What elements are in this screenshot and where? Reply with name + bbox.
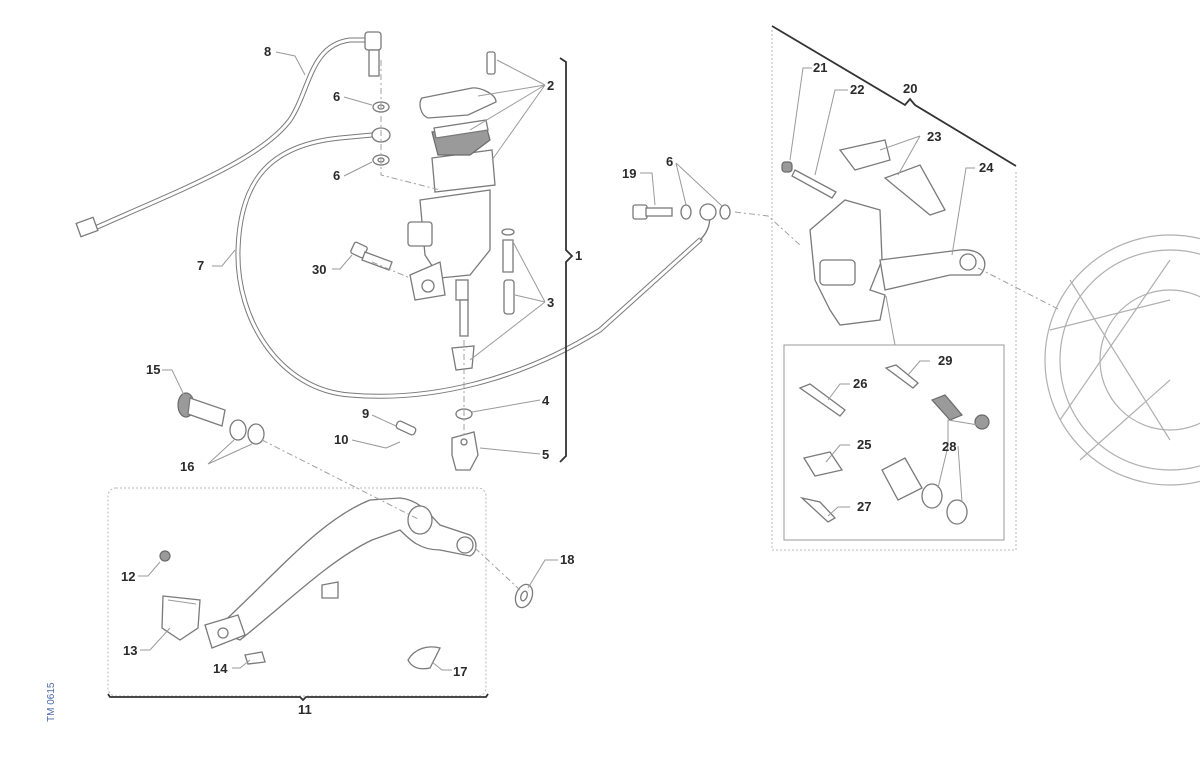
callout-4[interactable]: 4 (542, 393, 550, 408)
callout-14[interactable]: 14 (213, 661, 228, 676)
callout-26[interactable]: 26 (853, 376, 867, 391)
bracket-group-20 (771, 25, 1017, 167)
pin-part-29[interactable] (884, 364, 919, 389)
callout-18[interactable]: 18 (560, 552, 574, 567)
callout-24[interactable]: 24 (979, 160, 994, 175)
callout-8[interactable]: 8 (264, 44, 271, 59)
reservoir-cap-part-2[interactable] (419, 51, 497, 156)
callout-10[interactable]: 10 (334, 432, 348, 447)
callout-6-upper[interactable]: 6 (333, 89, 340, 104)
callout-13[interactable]: 13 (123, 643, 137, 658)
callout-21[interactable]: 21 (813, 60, 827, 75)
callout-15[interactable]: 15 (146, 362, 160, 377)
callout-29[interactable]: 29 (938, 353, 952, 368)
callout-3[interactable]: 3 (547, 295, 554, 310)
callout-9[interactable]: 9 (362, 406, 369, 421)
callout-7[interactable]: 7 (197, 258, 204, 273)
assembly-line (474, 547, 521, 591)
figure-code: TM 0615 (46, 682, 57, 722)
callout-30[interactable]: 30 (312, 262, 326, 277)
callout-25[interactable]: 25 (857, 437, 871, 452)
brake-disc (1044, 234, 1200, 486)
bolt-part-30[interactable] (350, 241, 393, 271)
bracket-group-11 (107, 693, 489, 702)
callout-27[interactable]: 27 (857, 499, 871, 514)
callout-17[interactable]: 17 (453, 664, 467, 679)
callout-5[interactable]: 5 (542, 447, 549, 462)
caliper-kit-box (783, 344, 1005, 541)
callout-2[interactable]: 2 (547, 78, 554, 93)
callout-6-caliper[interactable]: 6 (666, 154, 673, 169)
assembly-line (261, 439, 421, 521)
bracket-group-1 (559, 57, 574, 463)
pedal-assembly-outline (107, 487, 487, 697)
brake-pads-part-23[interactable] (838, 139, 946, 216)
caliper-bracket-part-24[interactable] (879, 249, 986, 291)
callout-1[interactable]: 1 (575, 248, 582, 263)
valve-spring-part-3[interactable] (451, 228, 515, 371)
bolt-part-19[interactable] (632, 204, 673, 220)
callout-28[interactable]: 28 (942, 439, 956, 454)
sensor-cable-part-8[interactable] (75, 31, 382, 238)
callout-19[interactable]: 19 (622, 166, 636, 181)
assembly-line (380, 60, 441, 191)
screw-part-14[interactable] (244, 651, 266, 665)
split-pin-part-10[interactable] (385, 441, 401, 449)
clip-part-27[interactable] (799, 496, 837, 523)
callout-6-lower[interactable]: 6 (333, 168, 340, 183)
brake-caliper[interactable] (809, 199, 886, 326)
master-cylinder-part-1[interactable] (407, 149, 496, 337)
callout-16[interactable]: 16 (180, 459, 194, 474)
nut-part-12[interactable] (159, 550, 171, 562)
callout-20[interactable]: 20 (903, 81, 917, 96)
spring-clip-part-25[interactable] (802, 451, 844, 477)
seal-part-16[interactable] (229, 419, 265, 445)
clevis-part-5[interactable] (451, 431, 479, 471)
callout-22[interactable]: 22 (850, 82, 864, 97)
piston-and-seals[interactable] (881, 457, 968, 525)
brake-hose-part-7[interactable] (235, 127, 717, 399)
callout-12[interactable]: 12 (121, 569, 135, 584)
caliper-group-outline (771, 30, 1017, 551)
bolt-part-22[interactable] (791, 169, 837, 199)
leader-lines (138, 51, 979, 671)
brake-pedal-lever[interactable] (204, 497, 477, 649)
pin-part-26[interactable] (798, 383, 846, 417)
washers-part-6-caliper[interactable] (680, 204, 731, 220)
bleed-screw-part-28[interactable] (930, 394, 990, 430)
assembly-line (977, 267, 1061, 311)
pivot-bolt-part-15[interactable] (177, 392, 226, 427)
spring-part-17[interactable] (407, 646, 441, 670)
assembly-line (734, 211, 801, 246)
callout-11[interactable]: 11 (298, 702, 312, 717)
pin-part-9[interactable] (395, 420, 417, 436)
washer-part-18[interactable] (512, 582, 535, 610)
callout-23[interactable]: 23 (927, 129, 941, 144)
pin-part-21[interactable] (781, 161, 793, 173)
pedal-tip-part-13[interactable] (161, 595, 201, 641)
